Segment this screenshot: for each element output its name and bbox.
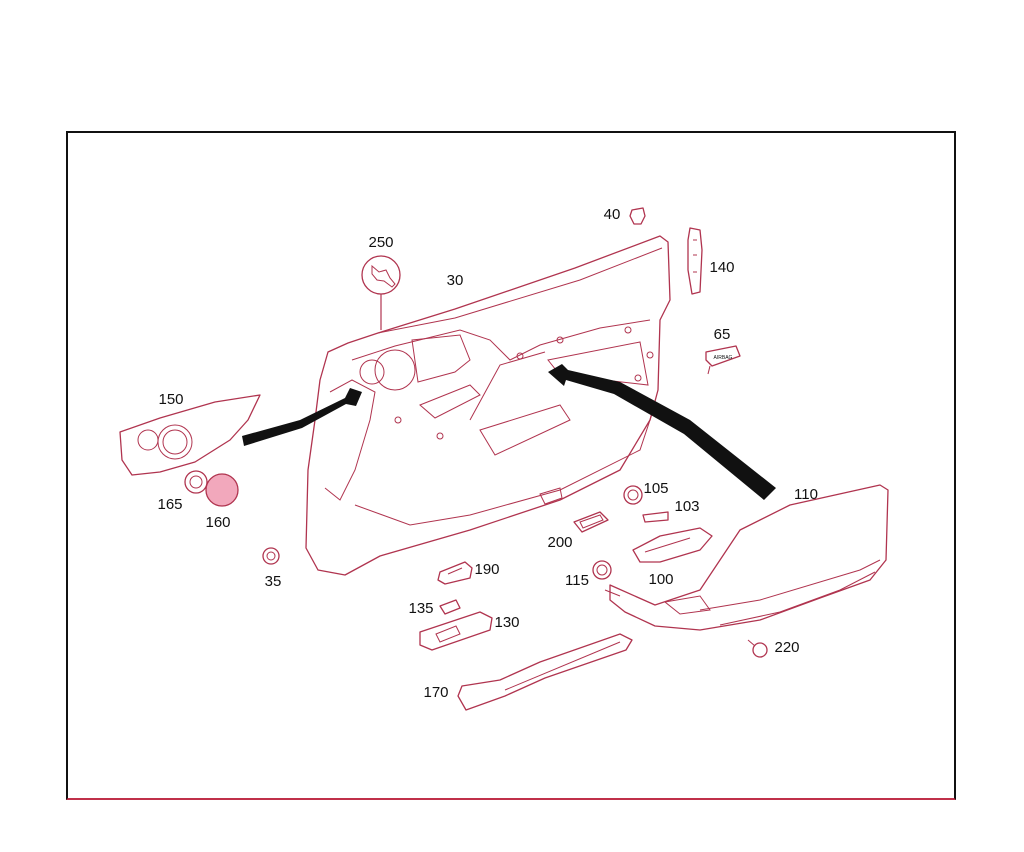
screw-part-220	[747, 639, 768, 658]
label-200: 200	[547, 534, 572, 551]
cover-part-103	[642, 511, 669, 523]
label-115: 115	[565, 572, 589, 589]
diagram-frame	[66, 131, 956, 800]
label-170: 170	[423, 684, 448, 701]
assembly-arrow-left	[242, 388, 362, 446]
label-140: 140	[709, 259, 734, 276]
speaker-cover-part-150	[119, 394, 261, 476]
label-65: 65	[714, 326, 731, 343]
label-160: 160	[205, 514, 230, 531]
armrest-carrier-part-110	[604, 484, 889, 631]
trim-strip-part-140	[687, 227, 703, 295]
armrest-strip-part-170	[457, 633, 633, 711]
label-135: 135	[408, 600, 433, 617]
label-103: 103	[674, 498, 699, 515]
label-30: 30	[447, 272, 464, 289]
label-130: 130	[494, 614, 519, 631]
speaker-ring-part-165	[184, 470, 208, 494]
wrench-icon	[361, 255, 401, 330]
airbag-badge-part-65: AIRBAG	[705, 345, 741, 375]
button-part-135	[439, 599, 461, 615]
label-40: 40	[604, 206, 621, 223]
label-220: 220	[774, 639, 799, 656]
door-handle-part-100	[632, 527, 713, 563]
label-110: 110	[794, 486, 818, 503]
switch-part-190	[437, 561, 473, 585]
plug-part-115	[592, 560, 612, 580]
label-250: 250	[368, 234, 393, 251]
label-190: 190	[474, 561, 499, 578]
speaker-part-160	[205, 473, 239, 507]
label-165: 165	[157, 496, 182, 513]
cap-part-105	[623, 485, 643, 505]
switch-panel-part-130	[419, 611, 493, 651]
label-35: 35	[265, 573, 282, 590]
bezel-part-200	[573, 511, 609, 533]
assembly-arrow-right	[548, 364, 776, 500]
airbag-badge-text: AIRBAG	[714, 355, 733, 361]
grommet-part-35	[262, 547, 280, 565]
clip-part-40	[629, 207, 646, 225]
label-105: 105	[643, 480, 668, 497]
label-150: 150	[158, 391, 183, 408]
door-trim-panel-30	[305, 235, 671, 576]
label-100: 100	[648, 571, 673, 588]
